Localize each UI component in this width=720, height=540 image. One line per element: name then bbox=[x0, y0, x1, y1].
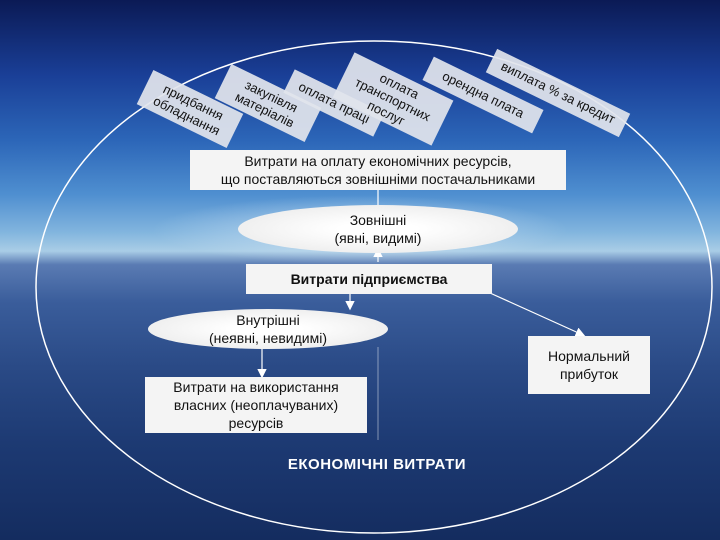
external-costs-ellipse: Зовнішні (явні, видимі) bbox=[238, 205, 518, 253]
normal-profit-box: Нормальний прибуток bbox=[528, 336, 650, 394]
economic-costs-ellipse bbox=[35, 40, 713, 534]
external-supply-box: Витрати на оплату економічних ресурсів, … bbox=[190, 150, 566, 190]
enterprise-costs-box: Витрати підприємства bbox=[246, 264, 492, 294]
arrow-to-profit bbox=[489, 292, 586, 337]
economic-costs-title: ЕКОНОМІЧНІ ВИТРАТИ bbox=[287, 456, 467, 473]
own-resources-box: Витрати на використання власних (неоплач… bbox=[145, 377, 367, 433]
internal-costs-ellipse: Внутрішні (неявні, невидимі) bbox=[148, 309, 388, 349]
